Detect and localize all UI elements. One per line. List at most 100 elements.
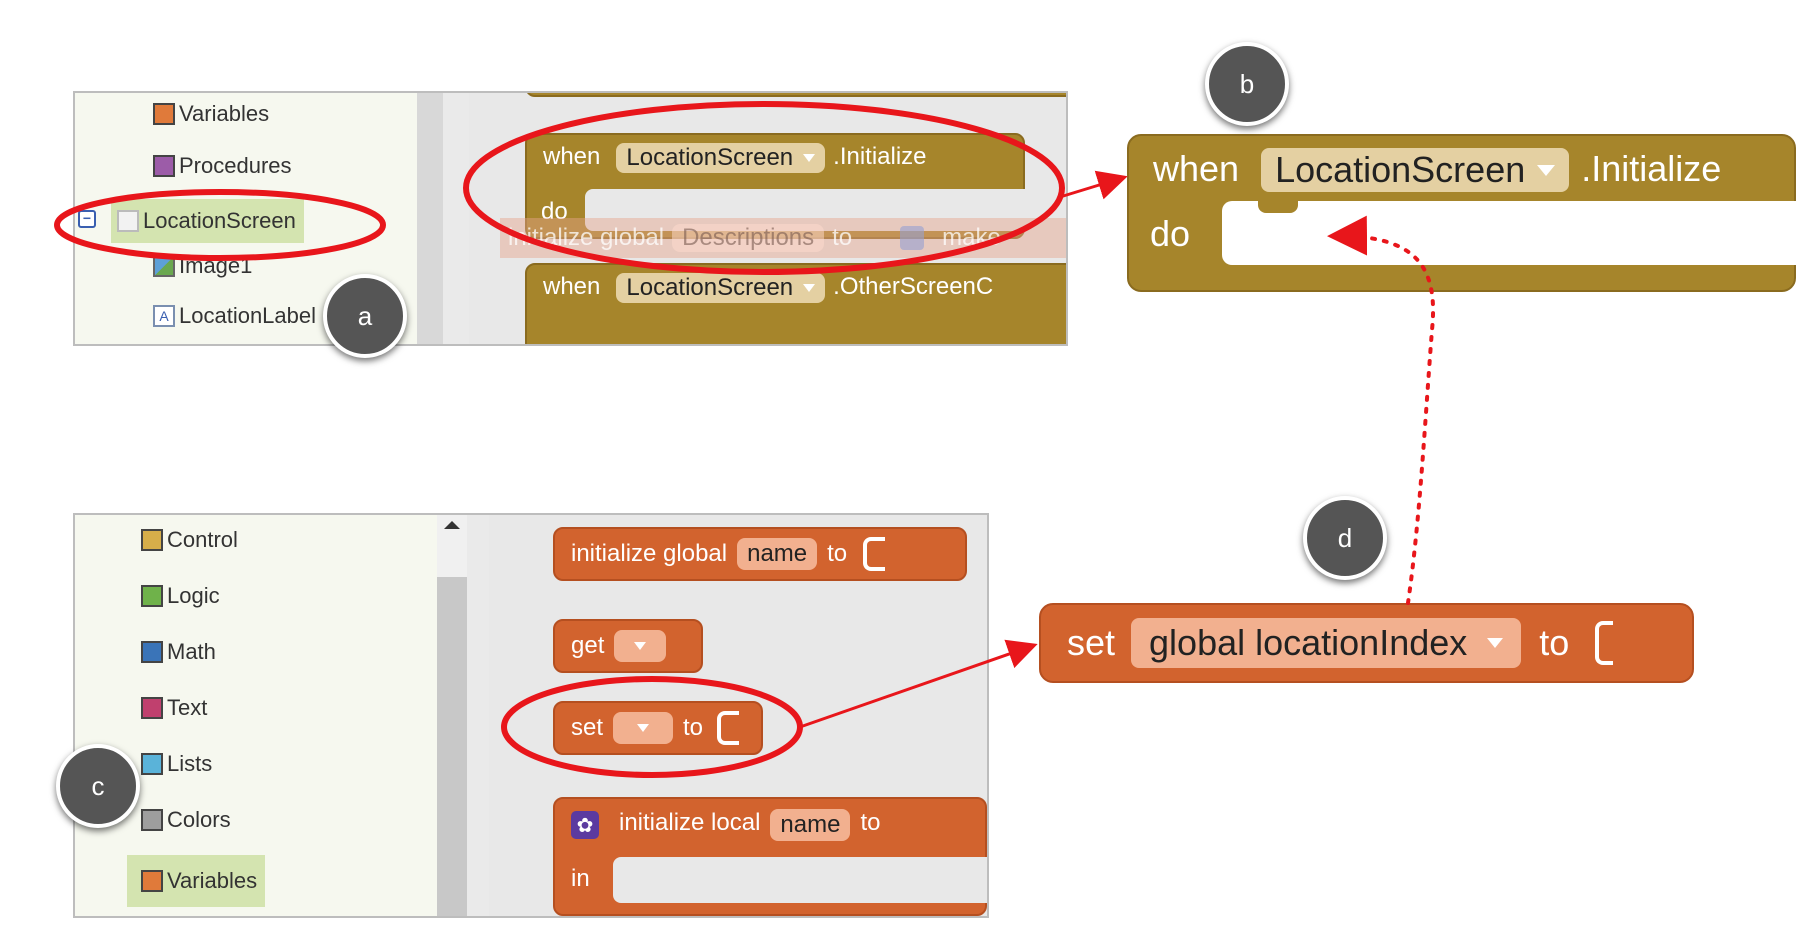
- drawer-item-variables[interactable]: Variables: [127, 855, 266, 907]
- chevron-down-icon: [634, 642, 647, 650]
- initialize-global-block[interactable]: initialize global name to: [553, 527, 967, 581]
- value-socket-icon: [717, 711, 740, 745]
- chevron-down-icon: [803, 154, 816, 162]
- block-text: get: [571, 632, 605, 659]
- highlight-ellipse-d: [501, 676, 803, 778]
- do-keyword: do: [1150, 213, 1191, 254]
- tree-item-variables[interactable]: Variables: [153, 101, 269, 127]
- variables-swatch-icon: [141, 870, 163, 892]
- tree-item-locationlabel[interactable]: A LocationLabel: [153, 303, 316, 329]
- callout-d: d: [1303, 496, 1387, 580]
- bottom-editor-panel: Control Logic Math Text Lists Colors Var…: [73, 513, 989, 918]
- var-name: global locationIndex: [1149, 622, 1468, 663]
- when-keyword: when: [543, 273, 601, 300]
- to-keyword: to: [1539, 622, 1570, 663]
- component-dropdown[interactable]: LocationScreen: [1261, 148, 1570, 192]
- event-name: .Initialize: [833, 143, 927, 170]
- variable-dropdown[interactable]: [613, 712, 674, 744]
- block-text: set: [571, 714, 604, 741]
- chevron-down-icon: [1537, 164, 1556, 176]
- chevron-down-icon: [803, 284, 816, 292]
- var-name: name: [747, 540, 808, 567]
- chevron-down-icon: [637, 724, 650, 732]
- drawer-item-control[interactable]: Control: [141, 527, 238, 553]
- drawer-item-label: Text: [167, 695, 208, 720]
- component-dropdown[interactable]: LocationScreen: [616, 273, 826, 303]
- tree-item-label: LocationLabel: [179, 303, 317, 328]
- faded-initialize-global-block: initialize global Descriptions to make: [500, 218, 1066, 258]
- callout-a: a: [323, 274, 407, 358]
- variable-dropdown[interactable]: [614, 630, 667, 662]
- scroll-up-icon[interactable]: [444, 521, 460, 529]
- var-name: name: [780, 811, 841, 838]
- to-keyword: to: [827, 540, 848, 567]
- drawer-item-label: Lists: [167, 751, 213, 776]
- tree-item-label: Variables: [179, 101, 270, 126]
- component-name: LocationScreen: [626, 274, 794, 301]
- blocks-drawer: [75, 515, 437, 916]
- drawer-item-math[interactable]: Math: [141, 639, 216, 665]
- tree-item-procedures[interactable]: Procedures: [153, 153, 292, 179]
- tree-scrollbar[interactable]: [417, 93, 443, 344]
- chevron-down-icon: [1487, 638, 1504, 648]
- drawer-item-label: Math: [167, 639, 216, 664]
- in-statement-slot[interactable]: [613, 857, 987, 903]
- logic-swatch-icon: [141, 585, 163, 607]
- label-icon: A: [153, 305, 175, 327]
- drawer-item-lists[interactable]: Lists: [141, 751, 212, 777]
- drawer-item-colors[interactable]: Colors: [141, 807, 231, 833]
- drawer-scrollbar-thumb[interactable]: [437, 577, 467, 916]
- block-text: initialize local: [619, 809, 761, 836]
- tree-item-locationscreen[interactable]: LocationScreen: [111, 199, 304, 243]
- drawer-item-label: Control: [167, 527, 238, 552]
- zoomed-set-block[interactable]: set global locationIndex to: [1039, 603, 1694, 683]
- component-dropdown[interactable]: LocationScreen: [616, 143, 826, 173]
- faded-name-pill: Descriptions: [672, 224, 825, 252]
- callout-b: b: [1205, 42, 1289, 126]
- drawer-item-text[interactable]: Text: [141, 695, 207, 721]
- value-socket-icon: [1595, 621, 1614, 665]
- collapse-toggle-icon[interactable]: −: [78, 210, 96, 228]
- block-text: initialize global: [571, 540, 728, 567]
- component-name: LocationScreen: [1275, 149, 1526, 190]
- colors-swatch-icon: [141, 809, 163, 831]
- variable-dropdown[interactable]: global locationIndex: [1131, 618, 1522, 668]
- set-block[interactable]: set to: [553, 701, 763, 755]
- in-keyword: in: [571, 865, 590, 892]
- name-field[interactable]: name: [737, 538, 818, 570]
- faded-to: to: [832, 224, 853, 251]
- to-keyword: to: [683, 714, 704, 741]
- arrow-to-zoom-d: [799, 639, 1038, 729]
- math-swatch-icon: [141, 641, 163, 663]
- name-field[interactable]: name: [770, 809, 851, 841]
- do-keyword: do: [541, 198, 568, 225]
- arrow-to-zoom-b: [1059, 170, 1128, 200]
- component-name: LocationScreen: [626, 144, 794, 171]
- mutator-gear-icon[interactable]: ✿: [571, 811, 599, 839]
- drawer-item-label: Logic: [167, 583, 220, 608]
- block-text: set: [1067, 622, 1116, 663]
- highlight-ellipse-a: [54, 189, 386, 261]
- variables-swatch-icon: [153, 103, 175, 125]
- tree-item-label: LocationScreen: [143, 208, 296, 233]
- screen-icon: [117, 210, 139, 232]
- procedures-swatch-icon: [153, 155, 175, 177]
- control-swatch-icon: [141, 529, 163, 551]
- callout-c: c: [56, 744, 140, 828]
- when-otherscreen-block[interactable]: when LocationScreen .OtherScreenC: [525, 263, 1066, 344]
- event-name: .OtherScreenC: [833, 273, 994, 300]
- value-socket-icon: [863, 537, 886, 571]
- tree-item-label: Procedures: [179, 153, 292, 178]
- drawer-item-logic[interactable]: Logic: [141, 583, 220, 609]
- panel-divider: [467, 515, 489, 916]
- slot-notch: [1258, 201, 1298, 213]
- get-block[interactable]: get: [553, 619, 703, 673]
- drawer-item-label: Colors: [167, 807, 231, 832]
- drawer-item-label: Variables: [167, 868, 258, 893]
- init-global-text: initialize global: [508, 224, 665, 251]
- to-keyword: to: [860, 809, 881, 836]
- gear-icon: [900, 226, 924, 250]
- dotted-drop-arrow: [1327, 215, 1435, 605]
- do-statement-slot[interactable]: [1222, 201, 1796, 265]
